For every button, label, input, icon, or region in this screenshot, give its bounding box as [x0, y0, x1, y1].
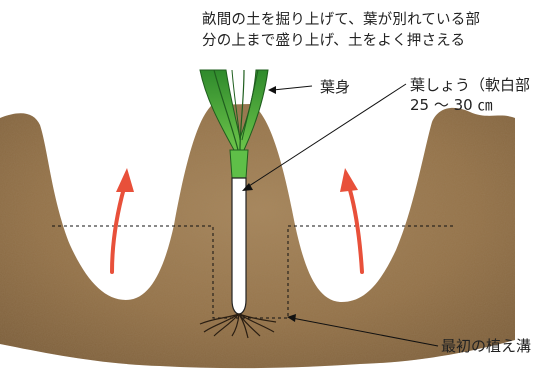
- leaf-blade-leader: [268, 85, 313, 94]
- leaf-sheath-leader: [242, 83, 407, 191]
- leaf-blade: [199, 69, 269, 179]
- instruction-caption: 畝間の土を掘り上げて、葉が別れている部 分の上まで盛り上げ、土をよく押さえる: [202, 10, 556, 52]
- hilling-arrow-left: [110, 168, 134, 274]
- leaf-blade-label: 葉身: [320, 78, 351, 96]
- first-trench-label: 最初の植え溝: [441, 337, 532, 355]
- caption-line-1: 畝間の土を掘り上げて、葉が別れている部: [202, 12, 481, 28]
- leaf-sheath-label: 葉しょう（軟白部: [410, 76, 531, 94]
- original-ground-line: [52, 225, 455, 319]
- roots: [199, 313, 277, 339]
- soil-mound: [0, 104, 515, 369]
- leaf-sheath-length-label: 25 ～ 30 ㎝: [410, 96, 493, 114]
- hilling-arrow-right: [340, 168, 364, 274]
- first-trench-leader: [287, 314, 439, 347]
- caption-line-2: 分の上まで盛り上げ、土をよく押さえる: [202, 33, 466, 49]
- blanched-sheath: [231, 177, 247, 315]
